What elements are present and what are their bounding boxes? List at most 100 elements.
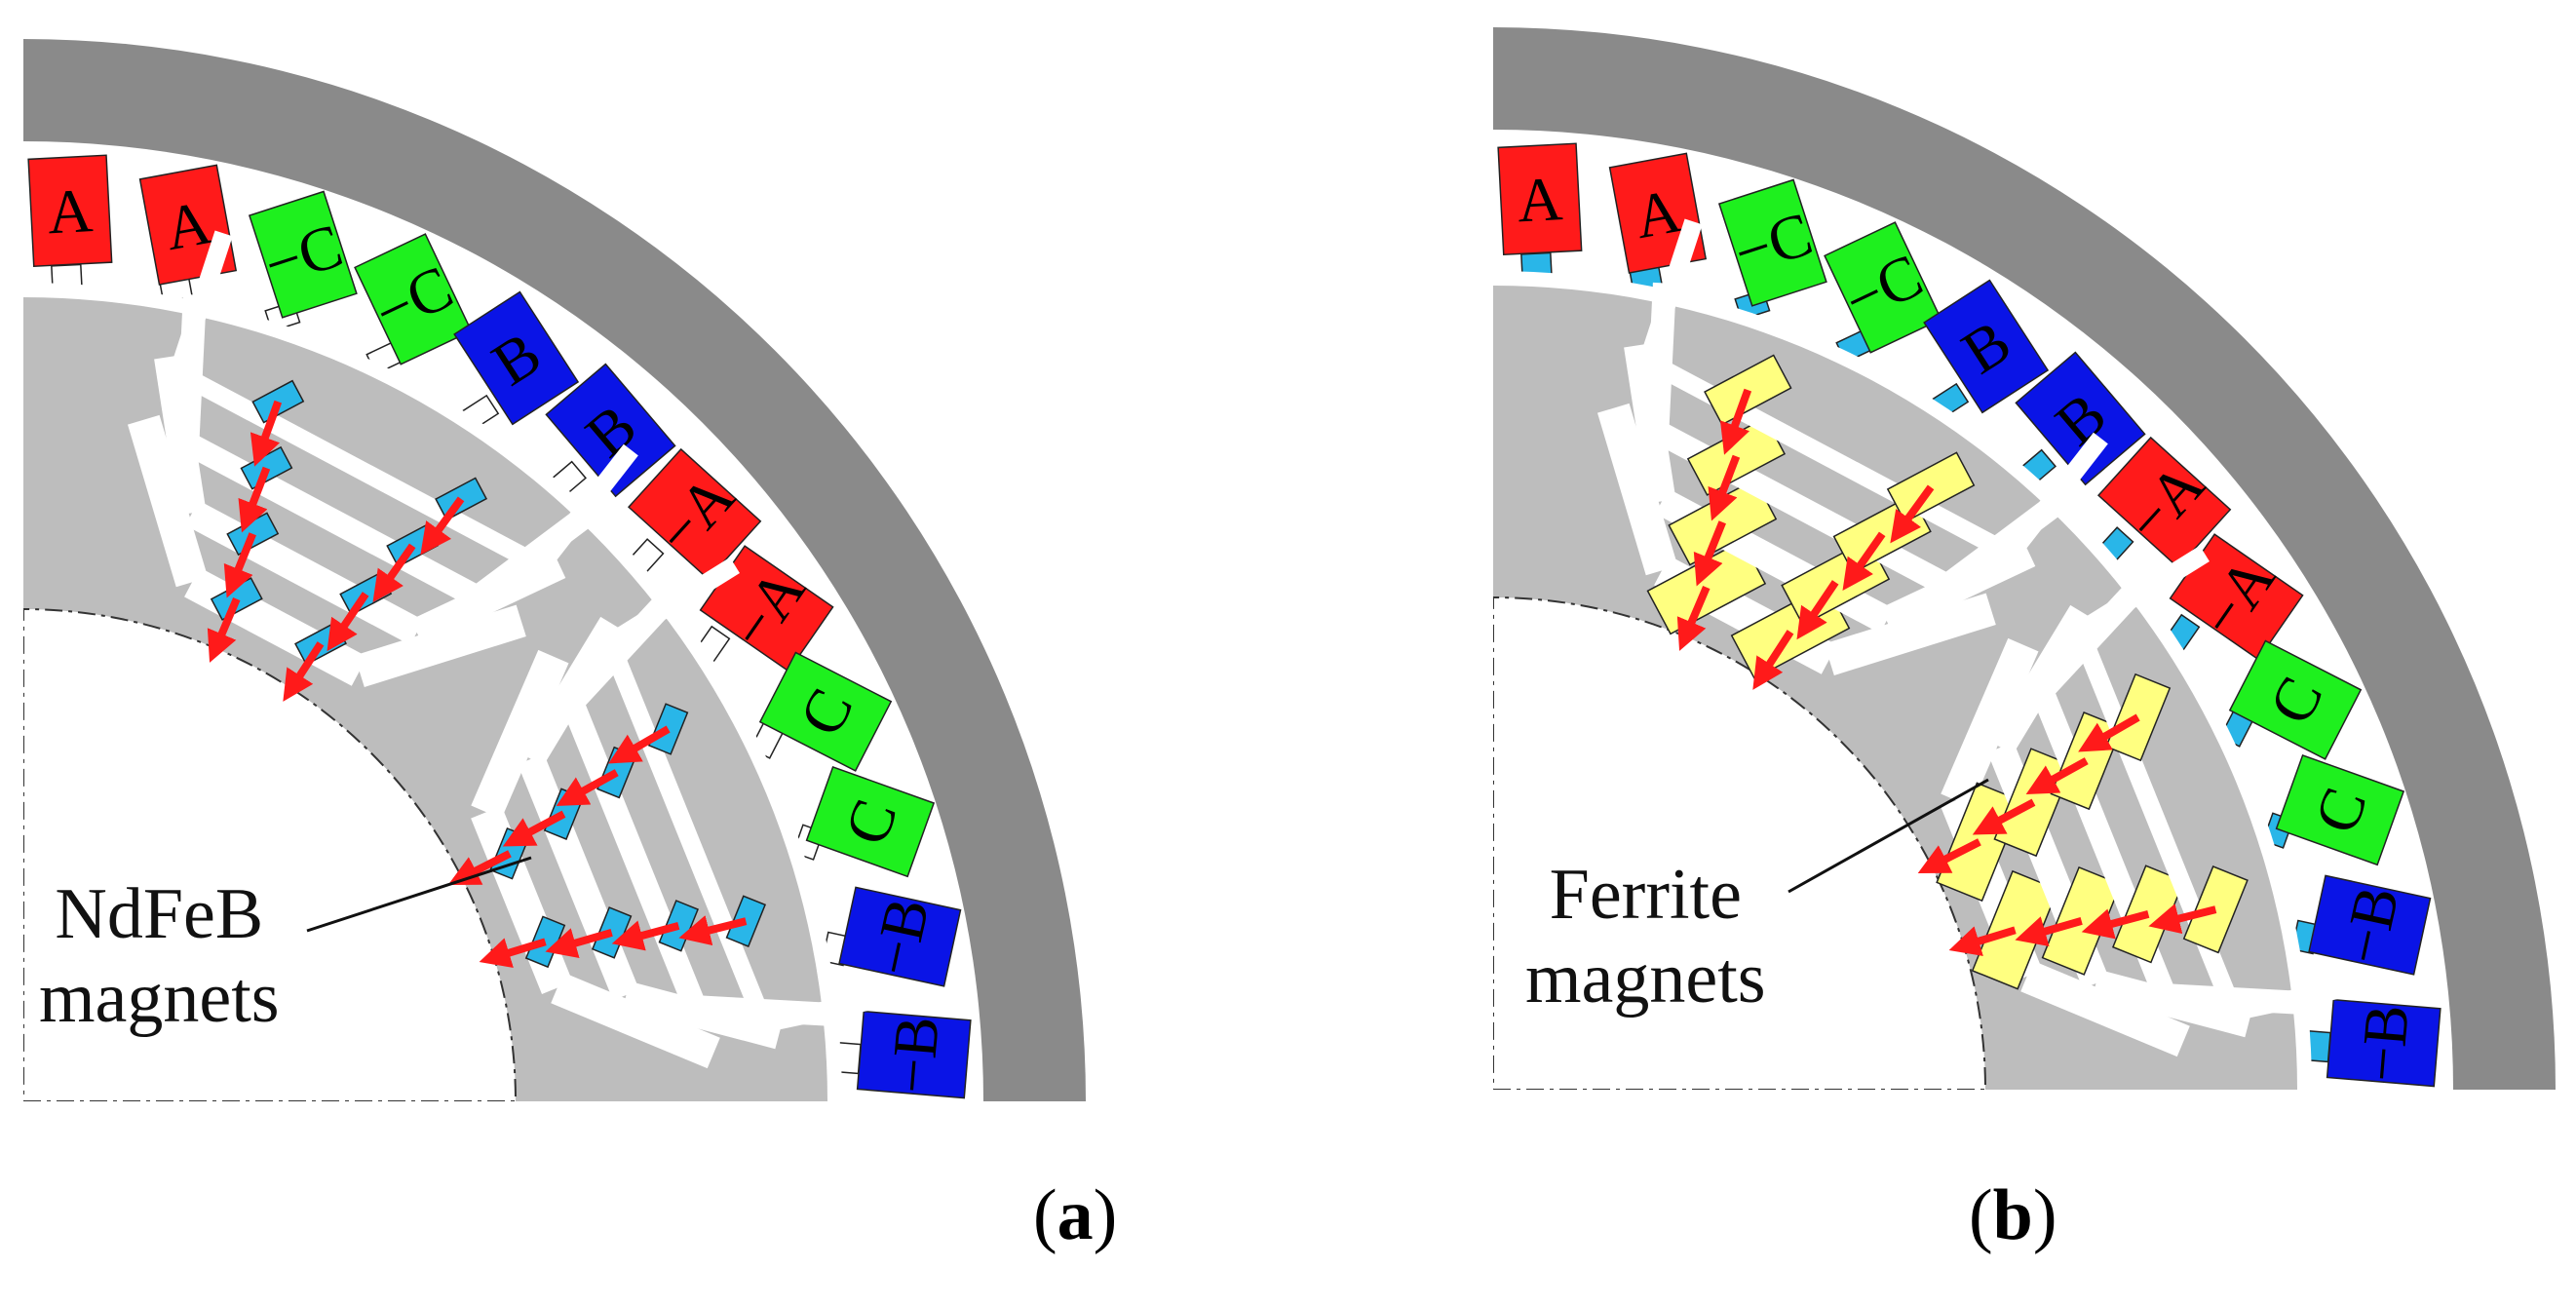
coil-body — [627, 447, 762, 581]
flux-barrier — [2075, 545, 2210, 639]
flux-barrier — [1597, 403, 1678, 576]
magnetization-arrow — [1972, 798, 2036, 835]
ferrite-leader-line — [1788, 778, 1989, 894]
magnetization-arrow — [1719, 388, 1752, 455]
coil-body — [2228, 639, 2363, 760]
flux-barrier-base — [181, 433, 483, 608]
coil-10: C — [2261, 753, 2405, 866]
coil-body — [758, 651, 893, 772]
flux-barrier — [551, 972, 720, 1069]
magnetization-arrow — [502, 810, 566, 847]
coil-12: −B — [835, 1010, 972, 1099]
flux-barrier — [761, 983, 910, 1033]
caption-a: (a) — [1033, 1175, 1118, 1255]
coil-9: C — [750, 651, 893, 772]
ndfeb-leader-line — [306, 856, 532, 933]
coil-label: −B — [877, 1014, 952, 1096]
ferrite-label-line2: magnets — [1525, 939, 1766, 1019]
coil-5: B — [1923, 279, 2050, 419]
shaft — [1493, 596, 1987, 1090]
magnetization-arrow — [608, 725, 671, 764]
coil-1: A — [27, 154, 113, 288]
coil-body — [2308, 874, 2432, 976]
flux-barrier — [2231, 972, 2380, 1021]
magnetization-arrow — [678, 915, 748, 946]
magnetization-arrow — [2078, 713, 2140, 752]
rotor-pole-1 — [1597, 218, 2108, 690]
magnetization-arrow — [1917, 838, 1981, 873]
coil-body — [27, 154, 113, 268]
rotor-pole-2 — [1917, 545, 2380, 1057]
magnetization-arrow — [1693, 520, 1726, 587]
coil-body — [2015, 351, 2146, 486]
flux-barrier-base — [560, 698, 707, 1012]
magnetization-arrow — [372, 543, 416, 603]
magnetization-arrow — [2148, 903, 2217, 935]
magnetization-arrow — [1676, 585, 1711, 651]
coil-11: −B — [821, 886, 962, 987]
coil-body — [856, 1010, 972, 1099]
magnetization-arrow — [611, 920, 680, 951]
coil-5: B — [453, 290, 580, 431]
coil-body — [805, 765, 936, 878]
flux-barrier — [471, 649, 569, 819]
ferrite-label-line1: Ferrite — [1549, 855, 1742, 935]
coil-body — [248, 190, 358, 319]
magnetization-arrow — [1842, 531, 1886, 592]
magnetization-arrow — [283, 641, 325, 702]
flux-barrier — [605, 557, 740, 651]
coil-label: A — [46, 175, 95, 247]
magnetization-arrow — [1948, 926, 2017, 956]
magnetization-arrow — [420, 496, 465, 556]
coil-body — [1717, 178, 1827, 307]
magnetization-arrow — [1752, 630, 1794, 690]
flux-barrier — [2020, 960, 2190, 1057]
magnetization-arrow — [2015, 916, 2083, 947]
magnetization-arrow — [447, 850, 512, 885]
flux-barrier — [2003, 432, 2108, 560]
coil-label: −B — [2328, 880, 2412, 970]
magnetization-arrow — [2025, 757, 2089, 794]
coil-body — [2326, 998, 2441, 1088]
flux-barrier — [354, 604, 526, 687]
flux-barrier — [1824, 593, 1996, 675]
flux-barrier — [1638, 218, 1703, 365]
flux-barrier — [1941, 637, 2039, 807]
magnetization-arrow — [1708, 454, 1741, 521]
ferrite-magnets-label: Ferrite magnets — [1525, 853, 1766, 1020]
magnetization-arrow — [556, 769, 619, 806]
coil-3: −C — [1717, 178, 1827, 321]
coil-body — [1824, 221, 1942, 354]
caption-a-letter: a — [1057, 1175, 1094, 1255]
magnetization-arrow — [238, 466, 271, 533]
magnetization-arrow — [250, 400, 283, 467]
magnetization-arrow — [327, 592, 369, 652]
magnetization-arrow — [2081, 908, 2150, 940]
coil-12: −B — [2305, 998, 2441, 1088]
magnetization-arrow — [479, 938, 547, 968]
coil-body — [838, 886, 962, 987]
coil-1: A — [1497, 142, 1583, 277]
coil-label: −B — [859, 892, 942, 981]
magnetization-arrow — [223, 532, 256, 598]
flux-barrier — [169, 230, 233, 376]
ndfeb-label-line2: magnets — [39, 958, 280, 1038]
coil-11: −B — [2290, 874, 2432, 976]
flux-barrier-base — [601, 639, 773, 1027]
magnetization-arrow — [1890, 484, 1935, 544]
magnetization-arrow — [545, 928, 613, 959]
coil-body — [2275, 753, 2405, 866]
flux-barrier — [128, 414, 209, 588]
coil-label: A — [1516, 164, 1564, 235]
coil-body — [1497, 142, 1583, 256]
coil-label: −B — [2347, 1002, 2422, 1084]
magnetization-arrow — [207, 596, 241, 663]
rotor-pole-1 — [128, 230, 638, 702]
coil-body — [545, 363, 676, 498]
flux-barrier — [533, 443, 638, 572]
coil-body — [453, 290, 580, 426]
